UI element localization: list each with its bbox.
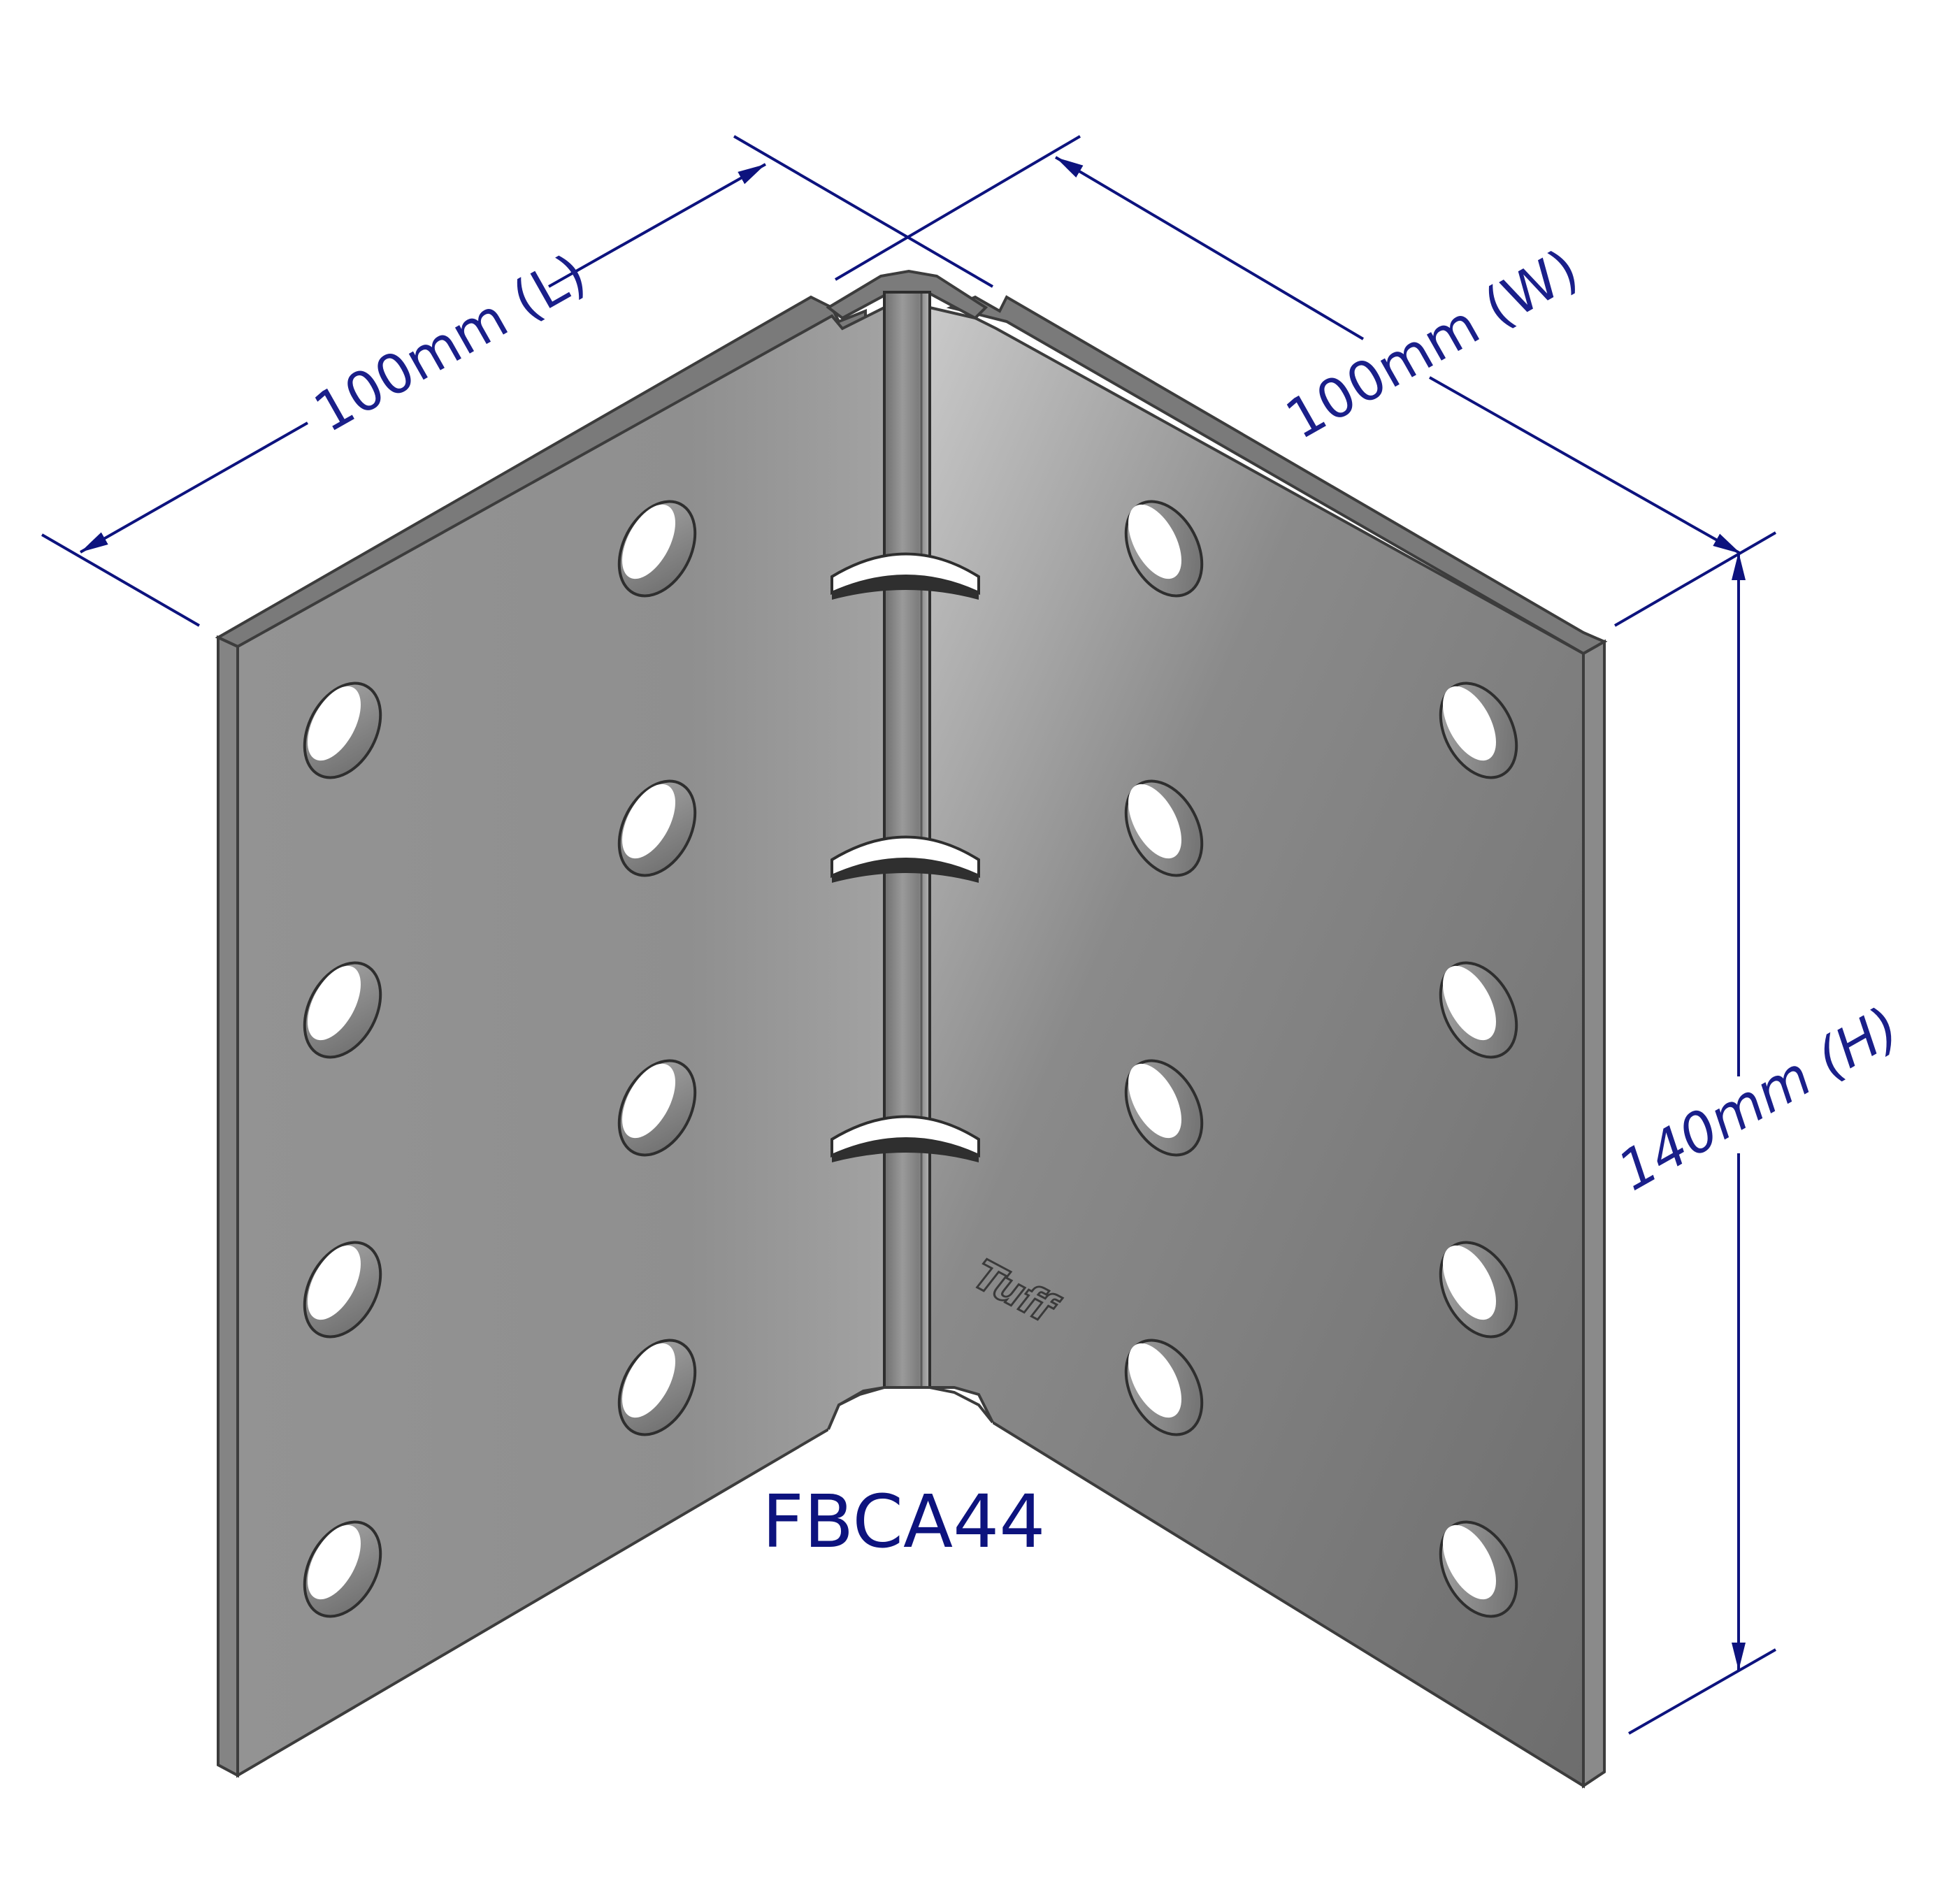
hole [1439,1241,1518,1339]
bend-top-cap [826,269,988,320]
extension-line [41,533,201,627]
hole [617,1339,697,1436]
left-plate [215,295,886,1778]
bottom-notch-outline [827,1386,994,1430]
dimension-line [1429,376,1741,555]
right-plate-face [928,305,1585,1789]
right-plate-side-edge [1582,639,1606,1789]
bottom-notch [828,1387,993,1496]
extension-line [733,135,994,288]
hole [1439,1520,1518,1618]
dimension-label-length: 100mm (L) [304,242,597,445]
dimension-label-width: 100mm (W) [1276,238,1589,452]
dimension-line [1054,156,1365,340]
left-plate-holes [303,500,697,1618]
dimension-height [1628,552,1776,1735]
hole [303,1241,382,1339]
dimension-line [80,421,308,554]
bend-slot [830,1115,980,1162]
bend-slots [830,552,980,1162]
hole [1439,681,1518,779]
hole [617,500,697,598]
dimension-length [41,135,994,627]
right-plate-holes [1124,500,1518,1618]
dimension-width [834,135,1777,627]
right-plate [928,295,1608,1789]
right-plate-top-edge [946,295,1608,656]
bend-slot [830,835,980,883]
extension-line [834,135,1081,281]
hole [1439,961,1518,1059]
hole [303,961,382,1059]
product-code: FBCA44 [762,1479,1045,1564]
hole [303,681,382,779]
dimension-label-height: 140mm (H) [1608,995,1910,1204]
hole [1124,779,1204,877]
hole [1124,1339,1204,1436]
hole [1124,1059,1204,1157]
left-plate-side-edge [217,635,239,1778]
hole [303,1520,382,1618]
extension-line [1628,1648,1776,1735]
hole [617,779,697,877]
bend-slot [830,552,980,600]
hole [617,1059,697,1157]
hole [1124,500,1204,598]
extension-line [1613,531,1777,627]
dimension-line [548,163,766,288]
